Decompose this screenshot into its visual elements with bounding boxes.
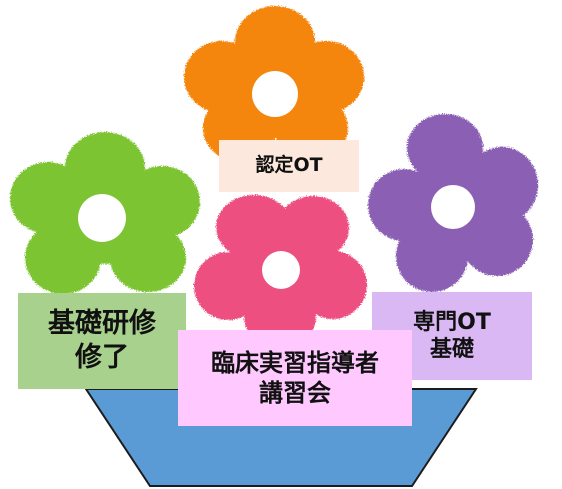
green-flower-center (78, 194, 126, 242)
label-certified-ot: 認定OT (219, 140, 359, 192)
label-basic-training-line-2: 修了 (75, 342, 129, 373)
green-flower (10, 132, 200, 294)
label-clinical-supervisor-line-1: 臨床実習指導者 (211, 349, 379, 377)
label-specialist-ot-line-2: 基礎 (429, 337, 474, 362)
label-clinical-supervisor-line-2: 講習会 (259, 379, 331, 407)
label-pink-box (178, 330, 412, 426)
pink-flower-center (262, 251, 300, 289)
label-clinical-supervisor: 臨床実習指導者 講習会 (178, 330, 412, 426)
label-specialist-ot: 専門OT 基礎 (372, 292, 532, 380)
label-basic-training-line-1: 基礎研修 (48, 308, 156, 340)
label-certified-ot-line-1: 認定OT (255, 154, 323, 177)
purple-flower-center (431, 185, 475, 229)
label-orange-box (219, 140, 359, 192)
label-basic-training: 基礎研修 修了 (18, 293, 186, 389)
orange-flower-center (252, 71, 298, 117)
label-green-box (18, 293, 186, 389)
label-specialist-ot-line-1: 専門OT (413, 309, 491, 335)
